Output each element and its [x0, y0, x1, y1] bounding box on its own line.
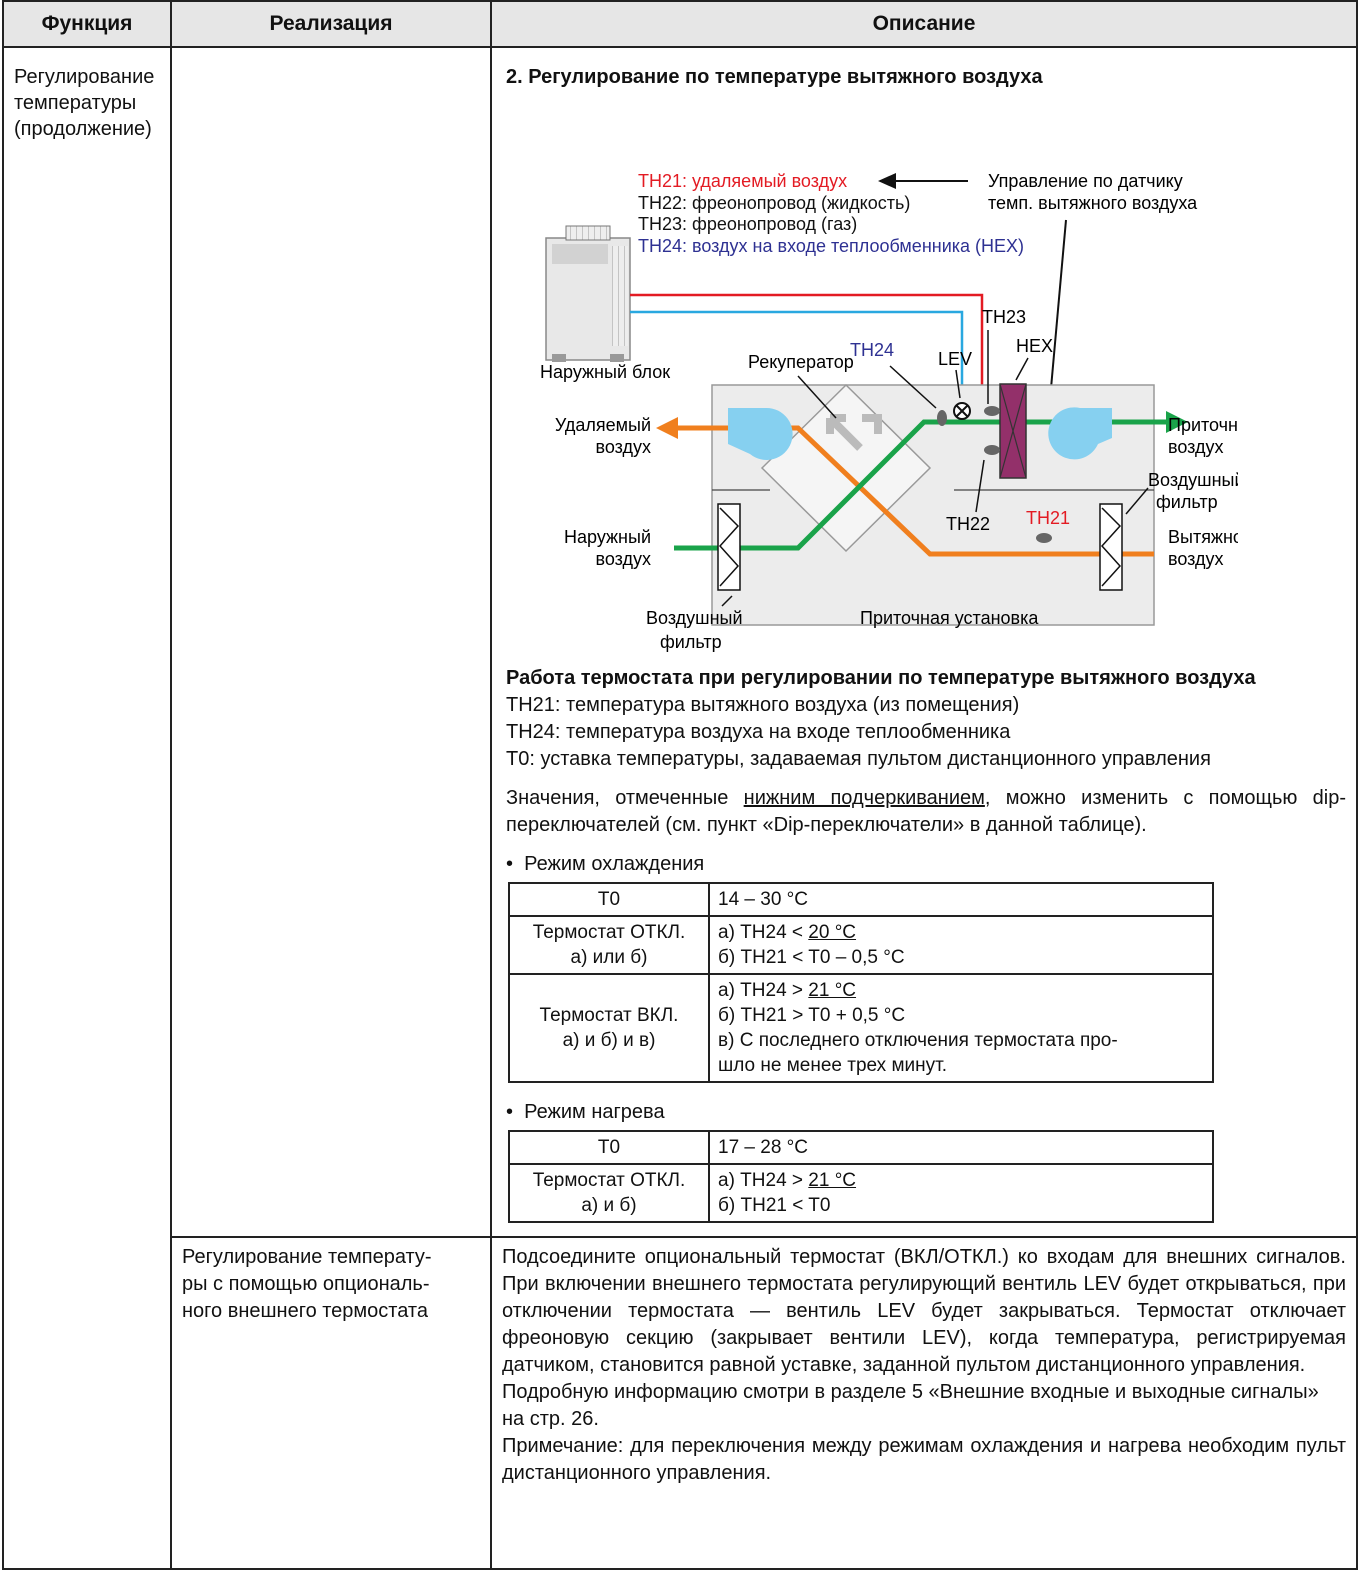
table-row: Термостат ВКЛ.а) и б) и в) а) TH24 > 21 …: [508, 973, 1214, 1083]
implementation-cell-empty: [170, 46, 492, 1238]
hex-coil-icon: [999, 383, 1027, 479]
thermostat-section: Работа термостата при регулировании по т…: [506, 665, 1346, 1223]
ahu-label: Приточная установка: [860, 608, 1039, 628]
outdoor-unit-label: Наружный блок: [540, 362, 670, 382]
filter-right-label-1: Воздушный: [1148, 470, 1238, 490]
cooling-table: T0 14 – 30 °C Термостат ОТКЛ.а) или б) а…: [508, 882, 1214, 1083]
note-underlined: нижним подчеркиванием: [743, 787, 985, 809]
table-row: T0 14 – 30 °C: [508, 882, 1214, 917]
implementation-line: Регулирование температу-: [182, 1246, 432, 1268]
control-label-2: темп. вытяжного воздуха: [988, 193, 1198, 213]
table-cell: Термостат ОТКЛ.а) или б): [508, 915, 710, 975]
description-paragraph: Примечание: для переключения между режим…: [502, 1435, 1346, 1484]
exhaust-label-2: воздух: [595, 437, 651, 457]
table-cell: T0: [508, 1130, 710, 1165]
header-implementation: Реализация: [170, 0, 492, 48]
heating-title-text: Режим нагрева: [524, 1101, 665, 1123]
dip-note: Значения, отмеченные нижним подчеркивани…: [506, 785, 1346, 839]
header-description: Описание: [490, 0, 1358, 48]
implementation-line: ры с помощью опциональ-: [182, 1273, 430, 1295]
table-cell: Термостат ВКЛ.а) и б) и в): [508, 973, 710, 1083]
exhaust-label-1: Удаляемый: [555, 415, 651, 435]
table-row: T0 17 – 28 °C: [508, 1130, 1214, 1165]
extract-label-2: воздух: [1168, 549, 1224, 569]
supply-fan-icon: [1048, 407, 1112, 460]
thermostat-line: T0: уставка температуры, задаваемая пуль…: [506, 748, 1211, 770]
th23-label: TH23: [982, 307, 1026, 327]
th21-sensor-icon: [1036, 533, 1052, 543]
table-row: Регулирование температуры (продолжение) …: [2, 46, 1358, 1570]
implementation-cell: Регулирование температу- ры с помощью оп…: [170, 1236, 492, 1570]
lev-valve-icon: [953, 402, 971, 420]
outside-air-label-2: воздух: [595, 549, 651, 569]
cooling-title-text: Режим охлаждения: [524, 853, 705, 875]
thermostat-line: TH24: температура воздуха на входе тепло…: [506, 721, 1011, 743]
air-filter-left-icon: [717, 503, 741, 591]
legend-th24: TH24: воздух на входе теплообменника (HE…: [638, 236, 1024, 256]
ventilation-diagram: TH21: удаляемый воздух TH22: фреонопрово…: [540, 171, 1238, 652]
control-label-1: Управление по датчику: [988, 171, 1183, 191]
table-cell: 14 – 30 °C: [708, 882, 1214, 917]
legend-th21: TH21: удаляемый воздух: [638, 171, 847, 191]
filter-bottom-label-2: фильтр: [660, 632, 722, 652]
function-line: (продолжение): [14, 118, 152, 140]
description-cell: 2. Регулирование по температуре вытяжног…: [490, 46, 1358, 1238]
section-title: 2. Регулирование по температуре вытяжног…: [506, 66, 1043, 88]
hex-label: HEX: [1016, 336, 1053, 356]
description-paragraph: Подробную информацию смотри в разделе 5 …: [502, 1381, 1319, 1430]
legend-th22: TH22: фреонопровод (жидкость): [638, 193, 910, 213]
table-cell: Термостат ОТКЛ.а) и б): [508, 1163, 710, 1223]
th22-sensor-icon: [984, 445, 1000, 455]
supply-label-2: воздух: [1168, 437, 1224, 457]
th22-label: TH22: [946, 514, 990, 534]
th24-label: TH24: [850, 340, 894, 360]
outside-air-label-1: Наружный: [564, 527, 651, 547]
thermostat-line: TH21: температура вытяжного воздуха (из …: [506, 694, 1020, 716]
outdoor-unit-icon: [545, 225, 631, 362]
recuperator-label: Рекуператор: [748, 352, 854, 372]
table-row: Регулирование температу- ры с помощью оп…: [3, 1236, 1358, 1570]
heating-mode-title: • Режим нагрева: [506, 1101, 665, 1123]
header-row: Функция Реализация Описание: [2, 0, 1358, 48]
air-filter-right-icon: [1099, 503, 1123, 591]
legend-th23: TH23: фреонопровод (газ): [638, 214, 857, 234]
exhaust-fan-icon: [728, 407, 793, 460]
function-line: Регулирование: [14, 66, 155, 88]
table-row: Термостат ОТКЛ.а) или б) а) TH24 < 20 °C…: [508, 915, 1214, 975]
th21-label: TH21: [1026, 508, 1070, 528]
th24-sensor-icon: [937, 410, 947, 426]
description-paragraph: Подсоедините опциональный термостат (ВКЛ…: [502, 1246, 1346, 1376]
filter-right-label-2: фильтр: [1156, 492, 1218, 512]
thermostat-heading: Работа термостата при регулировании по т…: [506, 667, 1256, 689]
lev-label: LEV: [938, 349, 972, 369]
th23-sensor-icon: [984, 406, 1000, 416]
function-cell: Регулирование температуры (продолжение): [2, 46, 172, 1570]
note-text: , можно изменить с помощью dip-переключа…: [506, 787, 1346, 836]
table-cell: 17 – 28 °C: [708, 1130, 1214, 1165]
function-line: температуры: [14, 92, 137, 114]
header-function: Функция: [2, 0, 172, 48]
external-thermostat-description: Подсоедините опциональный термостат (ВКЛ…: [490, 1236, 1358, 1570]
filter-bottom-label-1: Воздушный: [646, 608, 743, 628]
implementation-line: ного внешнего термостата: [182, 1300, 428, 1322]
cooling-mode-title: • Режим охлаждения: [506, 853, 705, 875]
note-text: Значения, отмеченные: [506, 787, 744, 809]
supply-label-1: Приточный: [1168, 415, 1238, 435]
table-cell: T0: [508, 882, 710, 917]
extract-label-1: Вытяжной: [1168, 527, 1238, 547]
heating-table: T0 17 – 28 °C Термостат ОТКЛ.а) и б) а) …: [508, 1130, 1214, 1223]
